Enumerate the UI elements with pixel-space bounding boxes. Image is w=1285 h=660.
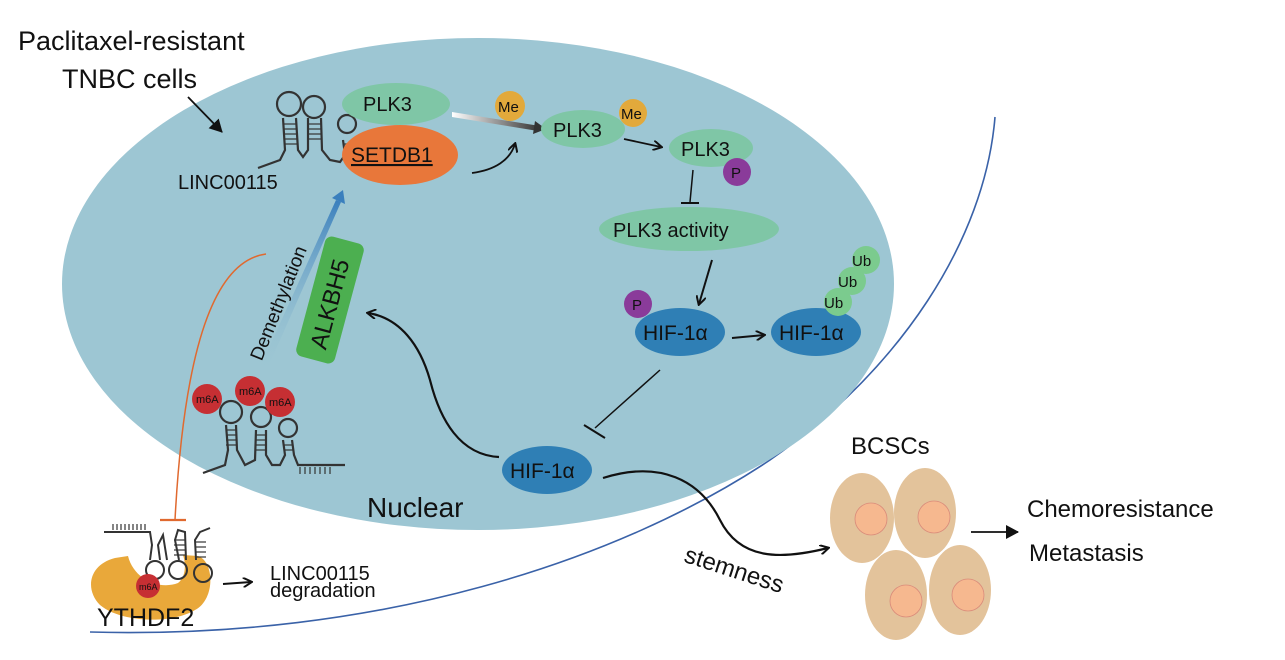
- ub-badge-1: [824, 288, 852, 316]
- plk3-to-phospho-arrow: [623, 138, 661, 147]
- hif-to-alkbh5-arrow: [368, 313, 500, 459]
- setdb1-label: SETDB1: [351, 144, 433, 167]
- bcsc-cell-3: [865, 550, 927, 640]
- m6a-label-1: m6A: [196, 394, 219, 406]
- hif-inhibit-bar: [583, 424, 606, 439]
- m6a-label-2: m6A: [239, 386, 262, 398]
- demethylation-arrow: [258, 200, 341, 374]
- ub-label-2: Ub: [838, 274, 857, 291]
- ythdf2-label: YTHDF2: [97, 604, 194, 632]
- me-badge-2: [619, 99, 647, 127]
- demethylation-arrowhead: [332, 190, 345, 204]
- setdb1-node: [342, 125, 458, 185]
- p-badge-2: [624, 290, 652, 318]
- plk3-label-complex: PLK3: [363, 94, 412, 116]
- ub-badge-2: [838, 267, 866, 295]
- m6a-badge-1: [192, 384, 222, 414]
- m6a-badge-2: [235, 376, 265, 406]
- hif-inhibit-line: [594, 369, 661, 429]
- stemness-arrow: [602, 470, 828, 557]
- m6a-label-3: m6A: [269, 397, 292, 409]
- metastasis-label: Metastasis: [1029, 540, 1144, 567]
- hif1a-node-phospho: [635, 308, 725, 356]
- stemness-label: stemness: [681, 541, 787, 598]
- ub-label-1: Ub: [824, 295, 843, 312]
- plk3-label-phospho: PLK3: [681, 139, 730, 161]
- p-label-2: P: [632, 297, 642, 314]
- hif-to-ub-arrow: [731, 335, 764, 338]
- activity-to-hif-arrow: [699, 259, 713, 304]
- chemoresistance-label: Chemoresistance: [1027, 496, 1214, 523]
- degradation-label-line-2: degradation: [270, 580, 376, 602]
- setdb1-to-plk3-arrow: [471, 144, 515, 174]
- plk3-inhibit-line: [689, 169, 694, 203]
- ub-label-3: Ub: [852, 253, 871, 270]
- title-line-2: TNBC cells: [62, 64, 197, 94]
- p-label-1: P: [731, 165, 741, 182]
- bcsc-cell-1: [830, 473, 894, 563]
- plk3-label-methylated: PLK3: [553, 120, 602, 142]
- bcsc-cell-4: [929, 545, 991, 635]
- p-badge-1: [723, 158, 751, 186]
- ub-badge-3: [852, 246, 880, 274]
- ythdf2-inhibit-line: [174, 253, 267, 521]
- plk3-activity-node: [599, 207, 779, 251]
- me-label-2: Me: [621, 106, 642, 123]
- methylation-gradient-arrow: [452, 112, 540, 131]
- me-label-1: Me: [498, 99, 519, 116]
- cell-membrane: [89, 116, 996, 634]
- linc00115-rna-structure-methylated: [202, 399, 345, 475]
- hif1a-label-phospho: HIF-1α: [643, 322, 708, 345]
- bcscs-label: BCSCs: [851, 433, 930, 460]
- nuclear-label: Nuclear: [367, 492, 463, 523]
- nucleus: [62, 38, 894, 530]
- m6a-badge-3: [265, 387, 295, 417]
- methylation-arrowhead: [533, 121, 546, 134]
- linc00115-label: LINC00115: [178, 172, 278, 194]
- bcsc-cell-2: [894, 468, 956, 558]
- hif1a-label-ubiquitinated: HIF-1α: [779, 322, 844, 345]
- m6a-label-ythdf2: m6A: [139, 582, 158, 592]
- title-line-1: Paclitaxel-resistant: [18, 26, 245, 56]
- plk3-node-phospho: [669, 129, 753, 167]
- linc00115-rna-structure-degraded: [104, 524, 213, 583]
- hif1a-node-nuclear: [502, 446, 592, 494]
- degradation-label-line-1: LINC00115: [270, 563, 370, 585]
- me-badge-1: [495, 91, 525, 121]
- degradation-arrow: [222, 582, 251, 584]
- hif1a-label-nuclear: HIF-1α: [510, 460, 575, 483]
- bcsc-cluster: [830, 468, 991, 640]
- entry-arrow: [187, 96, 223, 133]
- plk3-activity-label: PLK3 activity: [613, 220, 729, 242]
- hif1a-node-ubiquitinated: [771, 308, 861, 356]
- plk3-node-methylated: [541, 110, 625, 148]
- m6a-badge-ythdf2: [136, 574, 160, 598]
- plk3-node-complex: [342, 83, 450, 125]
